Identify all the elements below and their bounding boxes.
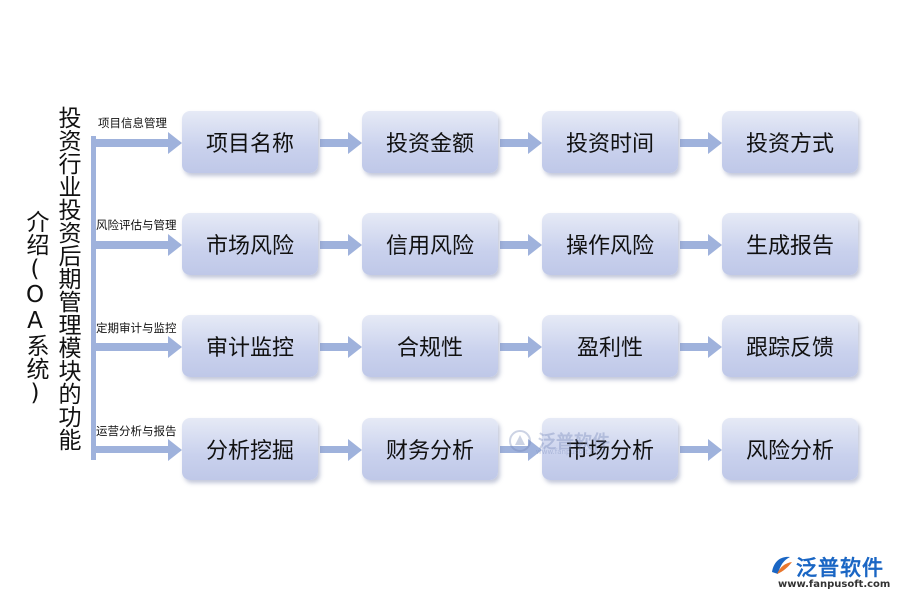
step-box-r3-c2: 合规性 bbox=[362, 315, 498, 377]
diagram-title-line2: 介绍(OA系统) bbox=[22, 210, 48, 406]
watermark-text: 泛普软件 bbox=[538, 432, 610, 453]
flow-arrow-r3-1 bbox=[320, 336, 362, 358]
flow-arrow-r1-3 bbox=[680, 132, 722, 154]
step-box-r4-c2: 财务分析 bbox=[362, 418, 498, 480]
flow-arrow-r2-3 bbox=[680, 234, 722, 256]
step-box-r3-c4: 跟踪反馈 bbox=[722, 315, 858, 377]
category-label-4: 运营分析与报告 bbox=[96, 424, 177, 438]
step-box-r1-c3: 投资时间 bbox=[542, 111, 678, 173]
branch-arrow-1 bbox=[91, 132, 182, 154]
flow-arrow-r3-2 bbox=[500, 336, 542, 358]
category-label-2: 风险评估与管理 bbox=[96, 218, 177, 232]
step-box-r3-c1: 审计监控 bbox=[182, 315, 318, 377]
branch-arrow-4 bbox=[91, 439, 182, 461]
step-box-r1-c2: 投资金额 bbox=[362, 111, 498, 173]
flow-arrow-r1-2 bbox=[500, 132, 542, 154]
brand-logo-icon bbox=[772, 556, 792, 574]
category-label-3: 定期审计与监控 bbox=[96, 321, 177, 335]
flow-arrow-r2-1 bbox=[320, 234, 362, 256]
brand-url: www.fanpusoft.com bbox=[778, 579, 891, 590]
flow-arrow-r3-3 bbox=[680, 336, 722, 358]
diagram-title-line1: 投资行业投资后期管理模块的功能 bbox=[54, 106, 80, 451]
step-box-r1-c4: 投资方式 bbox=[722, 111, 858, 173]
brand-logo: 泛普软件 www.fanpusoft.com bbox=[768, 552, 892, 594]
branch-arrow-2 bbox=[91, 234, 182, 256]
flow-arrow-r4-3 bbox=[680, 439, 722, 461]
flow-arrow-r4-1 bbox=[320, 439, 362, 461]
step-box-r2-c2: 信用风险 bbox=[362, 213, 498, 275]
category-label-1: 项目信息管理 bbox=[98, 116, 167, 130]
watermark-logo-icon bbox=[509, 430, 531, 452]
flow-arrow-r1-1 bbox=[320, 132, 362, 154]
step-box-r4-c3: 市场分析 bbox=[542, 418, 678, 480]
branch-arrow-3 bbox=[91, 336, 182, 358]
spine-line bbox=[91, 136, 96, 460]
step-box-r2-c1: 市场风险 bbox=[182, 213, 318, 275]
flow-arrow-r2-2 bbox=[500, 234, 542, 256]
step-box-r1-c1: 项目名称 bbox=[182, 111, 318, 173]
step-box-r4-c4: 风险分析 bbox=[722, 418, 858, 480]
step-box-r2-c3: 操作风险 bbox=[542, 213, 678, 275]
watermark-url: www.fanpusoft.com bbox=[536, 448, 606, 456]
watermark: 泛普软件 www.fanpusoft.com bbox=[508, 428, 610, 456]
brand-name: 泛普软件 bbox=[796, 556, 884, 580]
step-box-r3-c3: 盈利性 bbox=[542, 315, 678, 377]
step-box-r4-c1: 分析挖掘 bbox=[182, 418, 318, 480]
step-box-r2-c4: 生成报告 bbox=[722, 213, 858, 275]
flow-arrow-r4-2 bbox=[500, 439, 542, 461]
